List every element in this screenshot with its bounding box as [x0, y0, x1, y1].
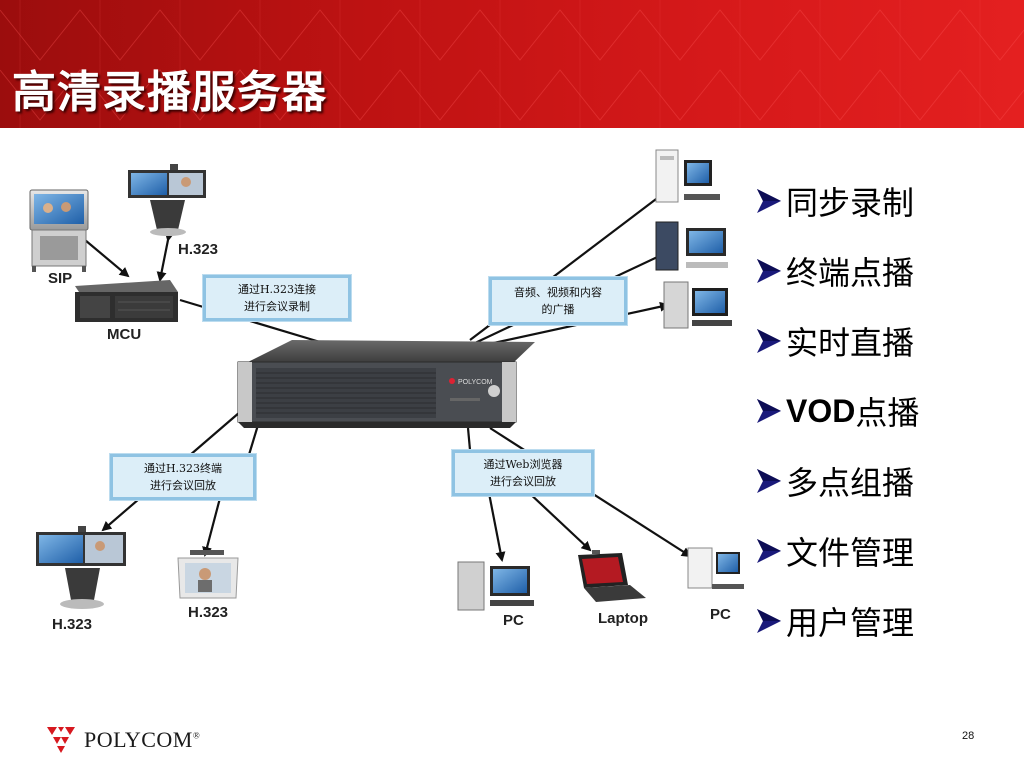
- pc-bottom-icon: [457, 561, 534, 611]
- network-diagram: POLYCOM: [0, 128, 760, 668]
- h323-mcu-link: [156, 231, 175, 282]
- bullet-arrow-icon: [757, 469, 781, 493]
- polycom-logo: POLYCOM®: [44, 722, 200, 758]
- bullet-arrow-icon: [757, 189, 781, 213]
- sip-terminal-icon: [29, 189, 89, 272]
- feature-item: 实时直播: [754, 306, 1014, 376]
- diagram-canvas: POLYCOM: [29, 149, 744, 611]
- h323-monitor-icon: [177, 550, 239, 599]
- feature-text: 终端点播: [786, 254, 915, 292]
- sip-mcu-link: [75, 231, 130, 278]
- feature-text: 点播: [855, 394, 920, 432]
- pc-right-label: PC: [710, 606, 731, 623]
- feature-item: 用户管理: [754, 586, 1014, 656]
- server-pc3-link: [479, 301, 670, 348]
- feature-bold-text: VOD: [786, 392, 856, 429]
- broadcast-callout: 音频、视频和内容的广播: [489, 277, 627, 325]
- feature-text: 同步录制: [786, 184, 915, 222]
- pc-top-right-icon: [655, 149, 720, 203]
- h323-playback-callout-line2: 进行会议回放: [150, 479, 216, 492]
- server-h323-mid-link: [202, 497, 222, 557]
- pc-bottom-label: PC: [503, 612, 524, 629]
- feature-text: 实时直播: [786, 324, 915, 362]
- web-pc-link: [486, 487, 506, 562]
- feature-item: 多点组播: [754, 446, 1014, 516]
- server-brand: POLYCOM: [458, 379, 493, 386]
- broadcast-callout-line1: 音频、视频和内容: [514, 286, 602, 299]
- feature-item: 终端点播: [754, 236, 1014, 306]
- h323-bottom-left-label: H.323: [52, 616, 93, 633]
- recording-server-icon: POLYCOM: [237, 340, 535, 428]
- bullet-arrow-icon: [757, 329, 781, 353]
- page-number: 28: [962, 730, 975, 742]
- bullet-arrow-icon: [757, 399, 781, 423]
- feature-text: 文件管理: [786, 534, 915, 572]
- record-callout-line1: 通过H.323连接: [237, 283, 317, 296]
- bullet-arrow-icon: [757, 609, 781, 633]
- h323-bottom-mid-label: H.323: [188, 604, 229, 621]
- logo-text: POLYCOM: [84, 727, 193, 752]
- title-banner: 高清录播服务器: [0, 0, 1024, 128]
- broadcast-callout-line2: 的广播: [541, 303, 575, 316]
- sip-label: SIP: [48, 270, 73, 287]
- laptop-icon: [578, 550, 646, 602]
- logo-registered-mark: ®: [192, 730, 201, 741]
- record-callout: 通过H.323连接进行会议录制: [203, 275, 351, 321]
- h323-playback-callout-line1: 通过H.323终端: [143, 462, 223, 475]
- record-callout-line2: 进行会议录制: [244, 300, 310, 313]
- web-playback-callout-line2: 进行会议回放: [490, 475, 556, 488]
- slide-title: 高清录播服务器: [12, 67, 327, 118]
- h323-top-label: H.323: [178, 241, 219, 258]
- mcu-icon: [75, 280, 178, 322]
- pc-mid-right-icon: [655, 221, 728, 271]
- server-callout-link: [246, 424, 260, 459]
- feature-text: 用户管理: [786, 604, 915, 642]
- pc-bottom-right-icon: [663, 281, 732, 329]
- pc-bottom-right-icon-2: [687, 547, 744, 589]
- h323-playback-callout: 通过H.323终端进行会议回放: [110, 454, 256, 500]
- web-playback-callout: 通过Web浏览器进行会议回放: [452, 450, 594, 496]
- feature-text: 多点组播: [786, 464, 915, 502]
- feature-item: 文件管理: [754, 516, 1014, 586]
- bullet-arrow-icon: [757, 259, 781, 283]
- laptop-label: Laptop: [598, 610, 648, 627]
- polycom-triangle-logo-icon: [47, 727, 75, 753]
- mcu-label: MCU: [107, 326, 142, 343]
- server-web-link: [466, 427, 472, 451]
- web-playback-callout-line1: 通过Web浏览器: [483, 458, 563, 471]
- h323-top-terminal-icon: [128, 164, 206, 236]
- banner-pattern: [0, 0, 1024, 128]
- h323-dual-screen-icon: [36, 526, 126, 609]
- bullet-arrow-icon: [757, 539, 781, 563]
- logo-wordmark: POLYCOM®: [84, 727, 200, 753]
- feature-item: 同步录制: [754, 166, 1014, 236]
